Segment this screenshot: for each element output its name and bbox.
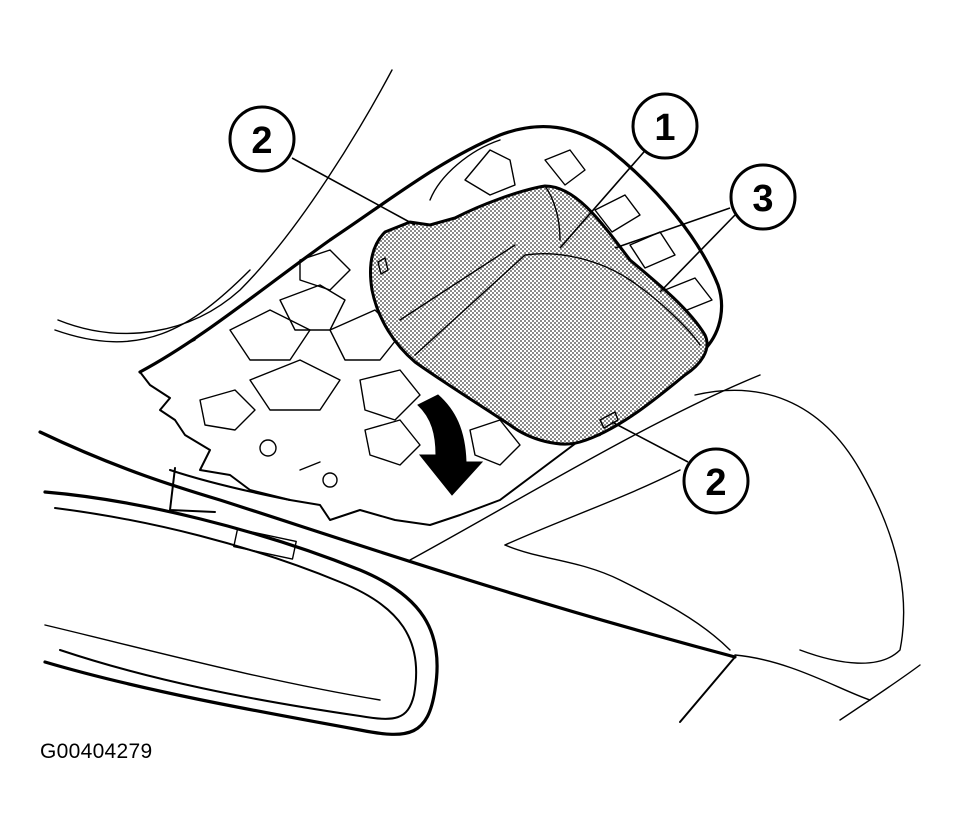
- callout-3-label: 3: [752, 178, 773, 220]
- callout-1-label: 1: [654, 107, 675, 149]
- callout-1: 1: [631, 92, 699, 160]
- removal-direction-arrow: [417, 394, 484, 496]
- windshield-edge: [38, 430, 737, 723]
- callout-2-top-label: 2: [251, 120, 272, 162]
- rear-view-mirror: [43, 490, 439, 736]
- figure-code: G00404279: [40, 740, 153, 763]
- callout-2-top: 2: [228, 105, 296, 173]
- callout-2-bottom: 2: [682, 447, 750, 515]
- callout-3: 3: [729, 163, 797, 231]
- leader-lines: [291, 144, 736, 463]
- roof-outline: [54, 69, 921, 721]
- console-cover-panel: [369, 184, 709, 446]
- callout-2-bottom-label: 2: [705, 462, 726, 504]
